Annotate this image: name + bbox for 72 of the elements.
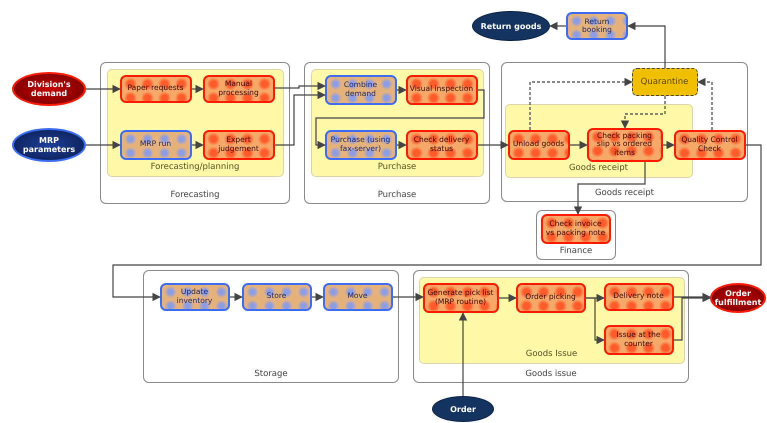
arrow <box>549 22 566 30</box>
arrow <box>397 86 407 94</box>
swimlane-box <box>413 270 689 383</box>
arrow <box>393 292 424 302</box>
arrow <box>312 292 324 302</box>
event-label: Order <box>449 404 477 414</box>
event-label: Order fulfillment <box>714 288 762 308</box>
lane-label: Goods issue <box>524 369 578 379</box>
area-label: Goods receipt <box>568 162 630 172</box>
lane-label: Goods receipt <box>594 188 656 198</box>
process-box <box>324 130 396 160</box>
process-box <box>202 74 274 102</box>
subprocess-area <box>106 68 284 176</box>
process-box <box>120 130 192 160</box>
event-label: Return goods <box>480 22 542 30</box>
subprocess-area <box>418 276 684 364</box>
arrow <box>397 140 407 150</box>
process-box <box>202 130 274 160</box>
swimlane-box <box>304 62 490 204</box>
lane-label: Forecasting <box>169 190 221 200</box>
process-box <box>324 74 396 104</box>
arrow <box>192 84 204 94</box>
area-label: Forecasting/planning <box>150 162 240 172</box>
area-label: Goods Issue <box>524 348 578 358</box>
area-label: Purchase <box>376 162 418 172</box>
arrow <box>499 294 517 302</box>
event-ellipse <box>710 283 766 313</box>
swimlane-box <box>143 270 399 383</box>
arrow <box>529 78 633 130</box>
arrow <box>620 96 666 129</box>
process-box <box>160 282 230 310</box>
arrow <box>315 89 485 150</box>
arrow <box>586 297 605 344</box>
process-box <box>604 324 674 354</box>
arrow <box>458 312 468 396</box>
process-box <box>516 282 586 312</box>
lane-label: Storage <box>253 369 289 379</box>
lane-label: Finance <box>558 246 594 256</box>
arrow <box>86 140 121 150</box>
arrow <box>86 84 121 94</box>
process-box <box>604 282 674 310</box>
process-box <box>674 130 746 160</box>
arrow <box>112 144 762 302</box>
process-box <box>566 12 628 40</box>
process-box <box>322 282 392 310</box>
process-box <box>406 74 478 104</box>
process-box <box>406 130 478 160</box>
lane-label: Purchase <box>376 190 418 200</box>
arrow <box>275 82 326 90</box>
process-label: Quarantine <box>640 76 690 86</box>
process-box <box>120 74 192 102</box>
process-box <box>540 214 610 244</box>
subprocess-area <box>310 68 484 176</box>
swimlane-box <box>100 62 290 204</box>
process-box <box>586 128 662 162</box>
arrow <box>627 22 666 68</box>
arrow <box>478 140 509 150</box>
arrow <box>574 162 646 215</box>
arrow <box>230 292 243 302</box>
swimlane-box <box>501 62 748 202</box>
arrow <box>697 78 713 130</box>
process-box <box>242 282 312 310</box>
quarantine-box <box>632 68 698 96</box>
arrow <box>192 140 204 150</box>
event-label: Division's demand <box>26 80 72 98</box>
process-box <box>422 282 498 312</box>
arrow <box>663 140 675 150</box>
swimlane-box <box>536 210 616 260</box>
process-box <box>508 130 570 160</box>
arrow <box>570 140 588 150</box>
event-label: MRP parameters <box>22 136 76 154</box>
arrow <box>275 90 326 146</box>
